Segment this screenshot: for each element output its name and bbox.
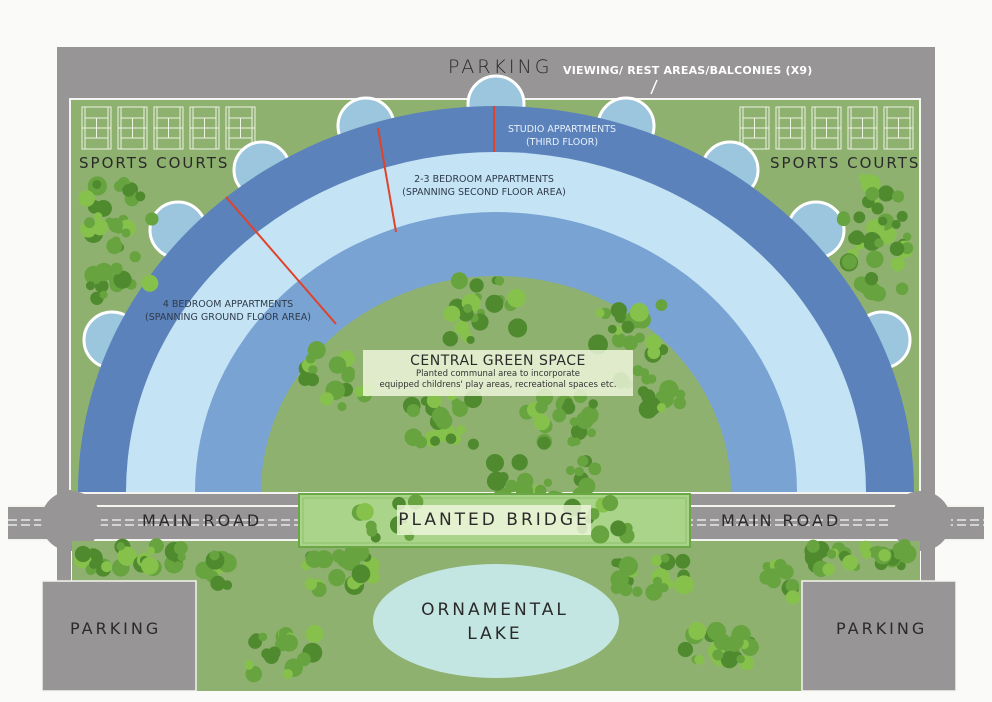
parking-bottom-right-label: PARKING — [836, 619, 928, 638]
tree-cluster — [859, 539, 917, 571]
bed23-leader-line — [377, 127, 397, 233]
bed4-apartments-label: 4 BEDROOM APPARTMENTS (SPANNING GROUND F… — [128, 298, 328, 324]
tree-cluster — [836, 173, 914, 302]
lake-line1: ORNAMENTAL — [421, 600, 569, 620]
tree-cluster — [612, 365, 687, 419]
viewing-leader-line — [650, 79, 658, 95]
sports-courts-right — [739, 106, 914, 150]
central-green-space-label: CENTRAL GREEN SPACE Planted communal are… — [363, 350, 633, 396]
tree-cluster — [244, 625, 324, 683]
bed4-line2: (SPANNING GROUND FLOOR AREA) — [145, 312, 311, 323]
sports-court — [847, 106, 878, 150]
ornamental-lake-label: ORNAMENTAL LAKE — [400, 598, 590, 646]
main-road-left-label: MAIN ROAD — [142, 511, 263, 530]
sports-court — [739, 106, 770, 150]
central-title: CENTRAL GREEN SPACE — [410, 353, 586, 369]
sports-court — [811, 106, 842, 150]
sports-court — [81, 106, 112, 150]
bed23-apartments-label: 2-3 BEDROOM APPARTMENTS (SPANNING SECOND… — [384, 173, 584, 199]
parking-top-label: PARKING — [448, 56, 553, 78]
tree-cluster — [804, 539, 861, 578]
central-desc-line1: Planted communal area to incorporate — [415, 369, 581, 379]
sports-courts-left-label: SPORTS COURTS — [79, 154, 230, 172]
tree-cluster — [677, 621, 759, 671]
planted-bridge-label: PLANTED BRIDGE — [397, 505, 591, 535]
bed23-line2: (SPANNING SECOND FLOOR AREA) — [402, 187, 566, 198]
bed4-line1: 4 BEDROOM APPARTMENTS — [162, 299, 294, 310]
parking-bottom-left-label: PARKING — [70, 619, 162, 638]
tree-cluster — [442, 272, 528, 347]
tree-cluster — [588, 299, 669, 363]
parking-bottom-right — [801, 580, 957, 692]
tree-cluster — [195, 550, 237, 591]
sports-court — [117, 106, 148, 150]
studio-apartments-label: STUDIO APPARTMENTS (THIRD FLOOR) — [502, 123, 622, 149]
tree-cluster — [133, 538, 188, 576]
tree-cluster — [759, 558, 800, 605]
sports-court — [153, 106, 184, 150]
sports-courts-left — [81, 106, 256, 150]
bed23-line1: 2-3 BEDROOM APPARTMENTS — [414, 174, 554, 185]
sports-court — [225, 106, 256, 150]
studio-line2: (THIRD FLOOR) — [525, 137, 599, 148]
lake-line2: LAKE — [467, 624, 523, 644]
main-road-right-label: MAIN ROAD — [721, 511, 842, 530]
bed4-leader-line — [225, 196, 337, 325]
tree-cluster — [74, 538, 137, 577]
sports-courts-right-label: SPORTS COURTS — [770, 154, 921, 172]
tree-cluster — [519, 388, 599, 450]
viewing-areas-label: VIEWING/ REST AREAS/BALCONIES (X9) — [563, 64, 813, 77]
central-desc-line2: equipped childrens' play areas, recreati… — [379, 380, 617, 390]
studio-line1: STUDIO APPARTMENTS — [507, 124, 617, 135]
tree-cluster — [610, 553, 694, 601]
tree-cluster — [78, 176, 159, 305]
ornamental-lake — [373, 564, 619, 678]
sports-court — [775, 106, 806, 150]
parking-bottom-left — [41, 580, 197, 692]
tree-cluster — [301, 544, 380, 598]
sports-court — [883, 106, 914, 150]
tree-cluster — [298, 341, 374, 412]
tree-clusters — [74, 173, 917, 683]
sports-court — [189, 106, 220, 150]
